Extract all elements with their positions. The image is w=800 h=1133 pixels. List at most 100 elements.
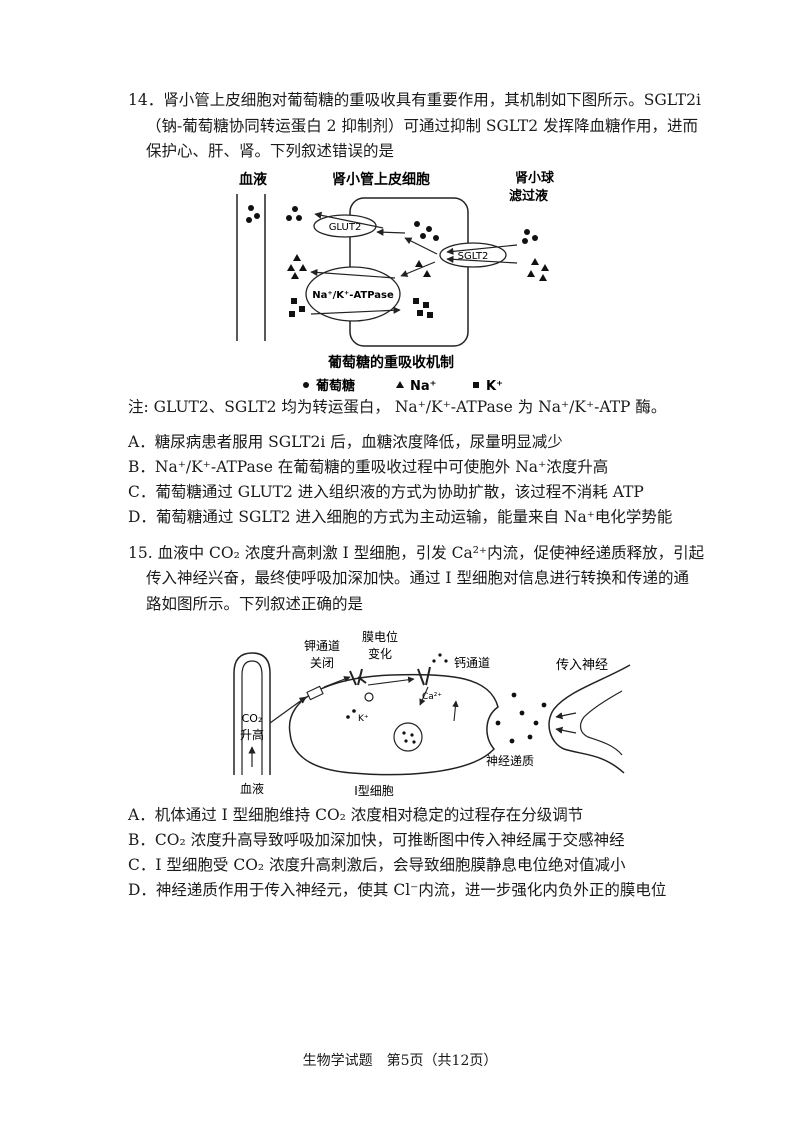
q14-glucose: [292, 206, 298, 212]
q15-blood-label: 血液: [240, 781, 264, 796]
q14-option-d: D．葡萄糖通过 SGLT2 进入细胞的方式为主动运输，能量来自 Na⁺电化学势能: [128, 508, 673, 526]
q14-glucose: [286, 215, 292, 221]
q14-legend-glucose: 葡萄糖: [315, 378, 355, 394]
q15-ca-ion-label: Ca²⁺: [422, 692, 442, 702]
q15-afferent-nerve: [579, 690, 623, 756]
q15-ca-channel-label: 钙通道: [454, 656, 490, 670]
q15-arrow: [269, 696, 307, 724]
q14-glucose: [254, 213, 260, 219]
q14-k-ion: [417, 310, 423, 316]
q15-co2-label: CO₂: [242, 712, 263, 725]
q14-stem-line-2: （钠-葡萄糖协同转运蛋白 2 抑制剂）可通过抑制 SGLT2 发挥降血糖作用，进…: [146, 117, 699, 135]
q15-arrow: [555, 712, 577, 720]
q14-arrow: [404, 237, 438, 255]
q15-arrow: [452, 700, 459, 722]
q14-k-ion: [413, 298, 419, 304]
q15-arrow: [555, 726, 577, 734]
q15-vessel: [241, 660, 263, 775]
q15-vesicle-dot: [412, 740, 416, 744]
q14-glucose: [296, 215, 302, 221]
q14-k-ion: [289, 311, 295, 317]
q15-vesicle-dot: [410, 733, 414, 737]
q14-glut2-label: GLUT2: [329, 222, 362, 233]
q14-glucose: [420, 233, 426, 239]
q15-k-channel-gate: [364, 692, 374, 702]
q15-transmitter-dot: [519, 710, 525, 716]
q14-option-a: A．糖尿病患者服用 SGLT2i 后，血糖浓度降低，尿量明显减少: [128, 433, 563, 451]
q15-vesicle: [393, 722, 423, 752]
q14-stem-line-1: 14．肾小管上皮细胞对葡萄糖的重吸收具有重要作用，其机制如下图所示。SGLT2i: [128, 91, 701, 109]
q14-glucose: [414, 221, 420, 227]
q14-legend-k-icon: [473, 382, 479, 388]
q14-na-ion: [291, 272, 299, 279]
q14-option-c: C．葡萄糖通过 GLUT2 进入组织液的方式为协助扩散，该过程不消耗 ATP: [128, 483, 644, 501]
q14-glucose: [248, 205, 254, 211]
q14-arrow: [446, 255, 518, 264]
q14-arrow: [446, 244, 518, 255]
q15-afferent-label: 传入神经: [556, 658, 608, 673]
q14-note: 注: GLUT2、SGLT2 均为转运蛋白， Na⁺/K⁺-ATPase 为 N…: [128, 398, 667, 416]
q14-na-ion: [541, 264, 549, 271]
q15-k-channel-label-2: 关闭: [310, 656, 334, 670]
q14-na-ion: [287, 264, 295, 271]
q15-ca-channel: [417, 666, 431, 686]
q14-k-ion: [291, 298, 297, 304]
q15-transmitter-label: 神经递质: [486, 754, 534, 768]
q15-ca-dot: [444, 659, 448, 663]
q14-sglt2-label: SGLT2: [458, 251, 489, 262]
q15-transmitter-dot: [541, 702, 547, 708]
q14-pump: [305, 266, 401, 322]
q15-arrow: [323, 676, 351, 688]
q15-arrow: [367, 676, 415, 686]
q14-glucose: [246, 217, 252, 223]
q15-option-b: B．CO₂ 浓度升高导致呼吸加深加快，可推断图中传入神经属于交感神经: [128, 831, 625, 849]
q14-stem-line-3: 保护心、肝、肾。下列叙述错误的是: [146, 142, 395, 160]
q15-transmitter-dot: [527, 734, 533, 740]
q14-legend-na: Na⁺: [410, 379, 437, 394]
q15-membrane-label-2: 变化: [368, 646, 392, 661]
q15-option-a: A．机体通过 I 型细胞维持 CO₂ 浓度相对稳定的过程存在分级调节: [128, 806, 584, 824]
q14-glucose: [522, 238, 528, 244]
q14-na-ion: [531, 258, 539, 265]
q15-afferent-nerve: [548, 664, 631, 774]
q15-option-c: C．I 型细胞受 CO₂ 浓度升高刺激后，会导致细胞膜静息电位绝对值减小: [128, 856, 626, 874]
q15-vesicle-dot: [402, 731, 406, 735]
q14-na-ion: [539, 274, 547, 281]
q15-receptor: [306, 685, 324, 701]
q15-transmitter-dot: [495, 720, 501, 726]
q15-figure: CO₂ 升高 血液 I型细胞 钾通道 关闭 K⁺ 膜电位 变化 钙通道 Ca²⁺…: [233, 629, 631, 798]
q15-stem-line-3: 路如图所示。下列叙述正确的是: [146, 595, 364, 613]
q14-na-ion: [299, 264, 307, 271]
q14-arrow: [376, 228, 406, 236]
q14-k-ion: [427, 312, 433, 318]
q15-stem-line-1: 15. 血液中 CO₂ 浓度升高刺激 I 型细胞，引发 Ca²⁺内流，促使神经递…: [128, 544, 705, 562]
q15-option-d: D．神经递质作用于传入神经元，使其 Cl⁻内流，进一步强化内负外正的膜电位: [128, 881, 667, 899]
q14-figure-caption: 葡萄糖的重吸收机制: [327, 354, 454, 371]
q15-transmitter-dot: [533, 720, 539, 726]
q14-figure: 血液 肾小管上皮细胞 肾小球 滤过液 GLUT2 SGLT2 Na⁺/K⁺-AT…: [236, 170, 555, 394]
q15-ca-dot: [432, 659, 436, 663]
q15-transmitter-dot: [511, 692, 517, 698]
q14-na-ion: [415, 260, 423, 267]
q14-na-ion: [423, 270, 431, 277]
q14-blood-label: 血液: [239, 171, 268, 188]
q14-glucose: [433, 235, 439, 241]
q14-legend-na-icon: [396, 381, 404, 388]
q14-legend-glucose-icon: [303, 382, 309, 388]
q14-arrow: [400, 261, 436, 277]
q14-k-ion: [423, 302, 429, 308]
q15-k-ion-dot: [346, 715, 350, 719]
q14-glucose: [426, 226, 432, 232]
q14-arrow: [314, 211, 384, 229]
q14-na-ion: [293, 254, 301, 261]
q15-transmitter-dot: [509, 738, 515, 744]
q14-filtrate-label-1: 肾小球: [515, 170, 555, 186]
q14-glucose: [524, 229, 530, 235]
q15-stem-line-2: 传入神经兴奋，最终使呼吸加深加快。通过 I 型细胞对信息进行转换和传递的通: [146, 569, 689, 587]
q14-legend-k: K⁺: [486, 379, 503, 394]
q15-membrane-label-1: 膜电位: [362, 629, 398, 644]
q15-ca-dot: [438, 653, 442, 657]
q14-glucose: [532, 235, 538, 241]
q15-k-ion-dot: [352, 709, 356, 713]
q15-vesicle-dot: [404, 739, 408, 743]
